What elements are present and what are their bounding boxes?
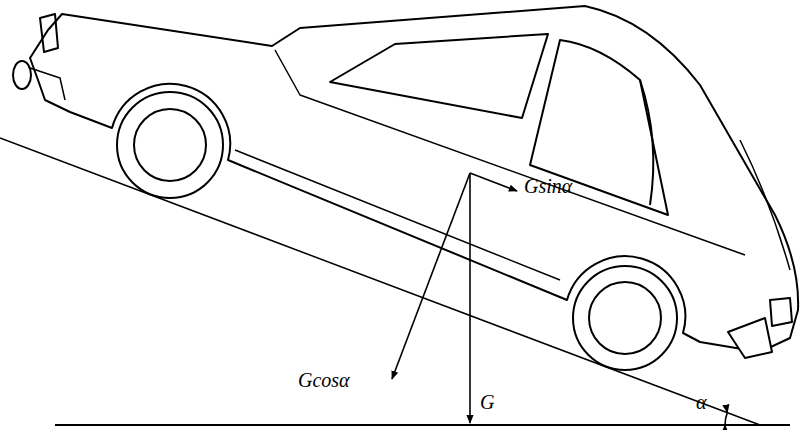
car-body [30,6,798,352]
weight-vector [469,173,471,423]
angle-arc [725,413,727,425]
force-label: G [480,392,494,412]
front-wheel [573,266,677,370]
ground-line [55,424,790,426]
rear-wheel [117,92,223,198]
front-line [740,140,790,270]
rear-bumper-line [30,68,65,100]
force-label: Gcosα [298,370,350,390]
angle-arrow [726,405,727,413]
parallel-component-vector [470,173,517,191]
rear-bumper [13,61,31,89]
tail-lamp [40,14,58,52]
front-lamp [770,298,792,326]
car-window [330,34,548,118]
front-bumper [728,318,772,358]
rear-wheel-rim [134,109,206,181]
force-label: α [696,392,707,412]
angle-arrow [724,425,726,430]
sill-line [235,150,560,280]
force-label: Gsinα [524,176,572,196]
body-line [275,50,745,255]
door-line [640,80,653,205]
normal-component-vector [392,173,470,379]
front-wheel-rim [589,282,661,354]
